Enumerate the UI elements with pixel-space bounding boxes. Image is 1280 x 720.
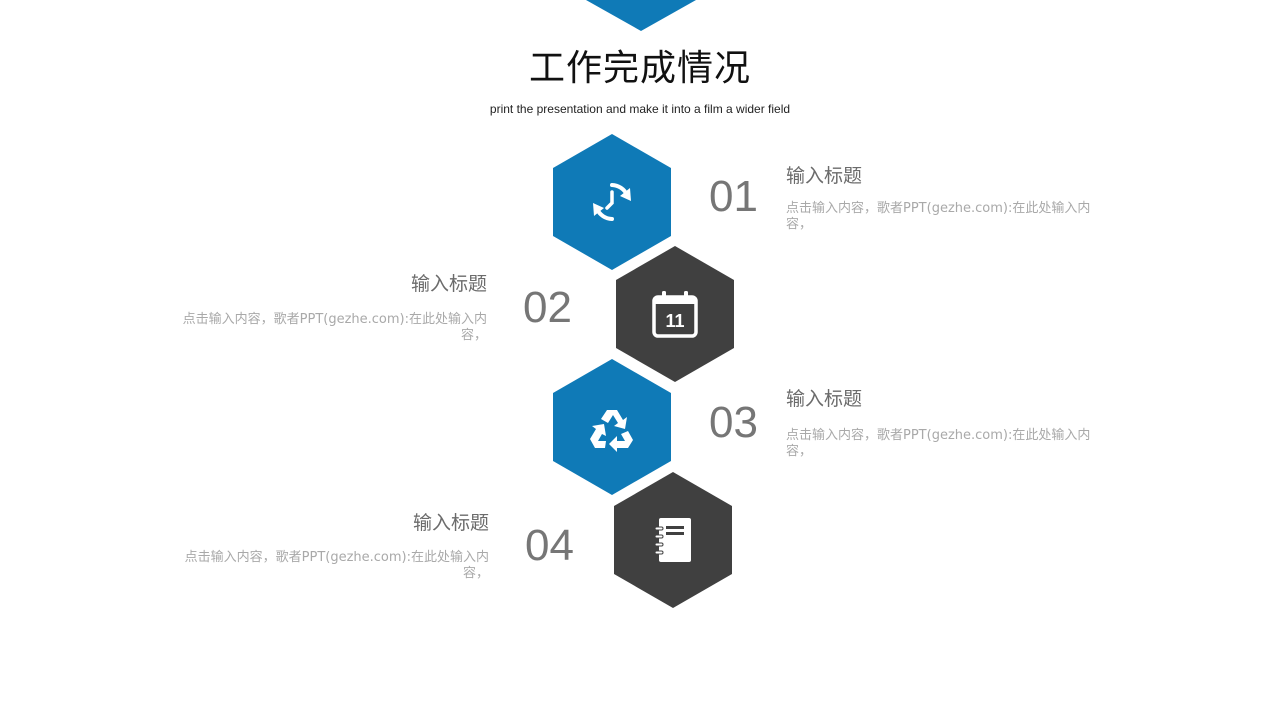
notebook-icon [654, 518, 691, 562]
item-number-02: 02 [523, 283, 572, 332]
hexagon-04 [614, 472, 732, 608]
top-decorative-hexagon [586, 0, 696, 31]
item-number-04: 04 [525, 521, 574, 570]
item-description-04: 点击输入内容，歌者PPT(gezhe.com):在此处输入内容， [184, 550, 489, 581]
calendar-date-text: 11 [665, 311, 684, 331]
clock-refresh-icon [593, 183, 631, 221]
item-description-02: 点击输入内容，歌者PPT(gezhe.com):在此处输入内容， [182, 312, 487, 343]
item-description-01: 点击输入内容，歌者PPT(gezhe.com):在此处输入内容， [786, 201, 1091, 232]
item-number-03: 03 [709, 398, 758, 447]
hexagon-01 [553, 134, 671, 270]
hexagon-03 [553, 359, 671, 495]
item-number-01: 01 [709, 172, 758, 221]
recycle-icon [590, 410, 633, 452]
item-description-03: 点击输入内容，歌者PPT(gezhe.com):在此处输入内容， [786, 428, 1091, 459]
item-title-02: 输入标题 [410, 273, 487, 295]
item-title-04: 输入标题 [412, 512, 489, 534]
slide-subtitle: print the presentation and make it into … [489, 102, 791, 116]
hexagon-02: 11 [616, 246, 734, 382]
item-title-01: 输入标题 [786, 165, 863, 187]
slide-title: 工作完成情况 [528, 48, 751, 89]
item-title-03: 输入标题 [786, 388, 863, 410]
calendar-icon: 11 [652, 291, 698, 338]
